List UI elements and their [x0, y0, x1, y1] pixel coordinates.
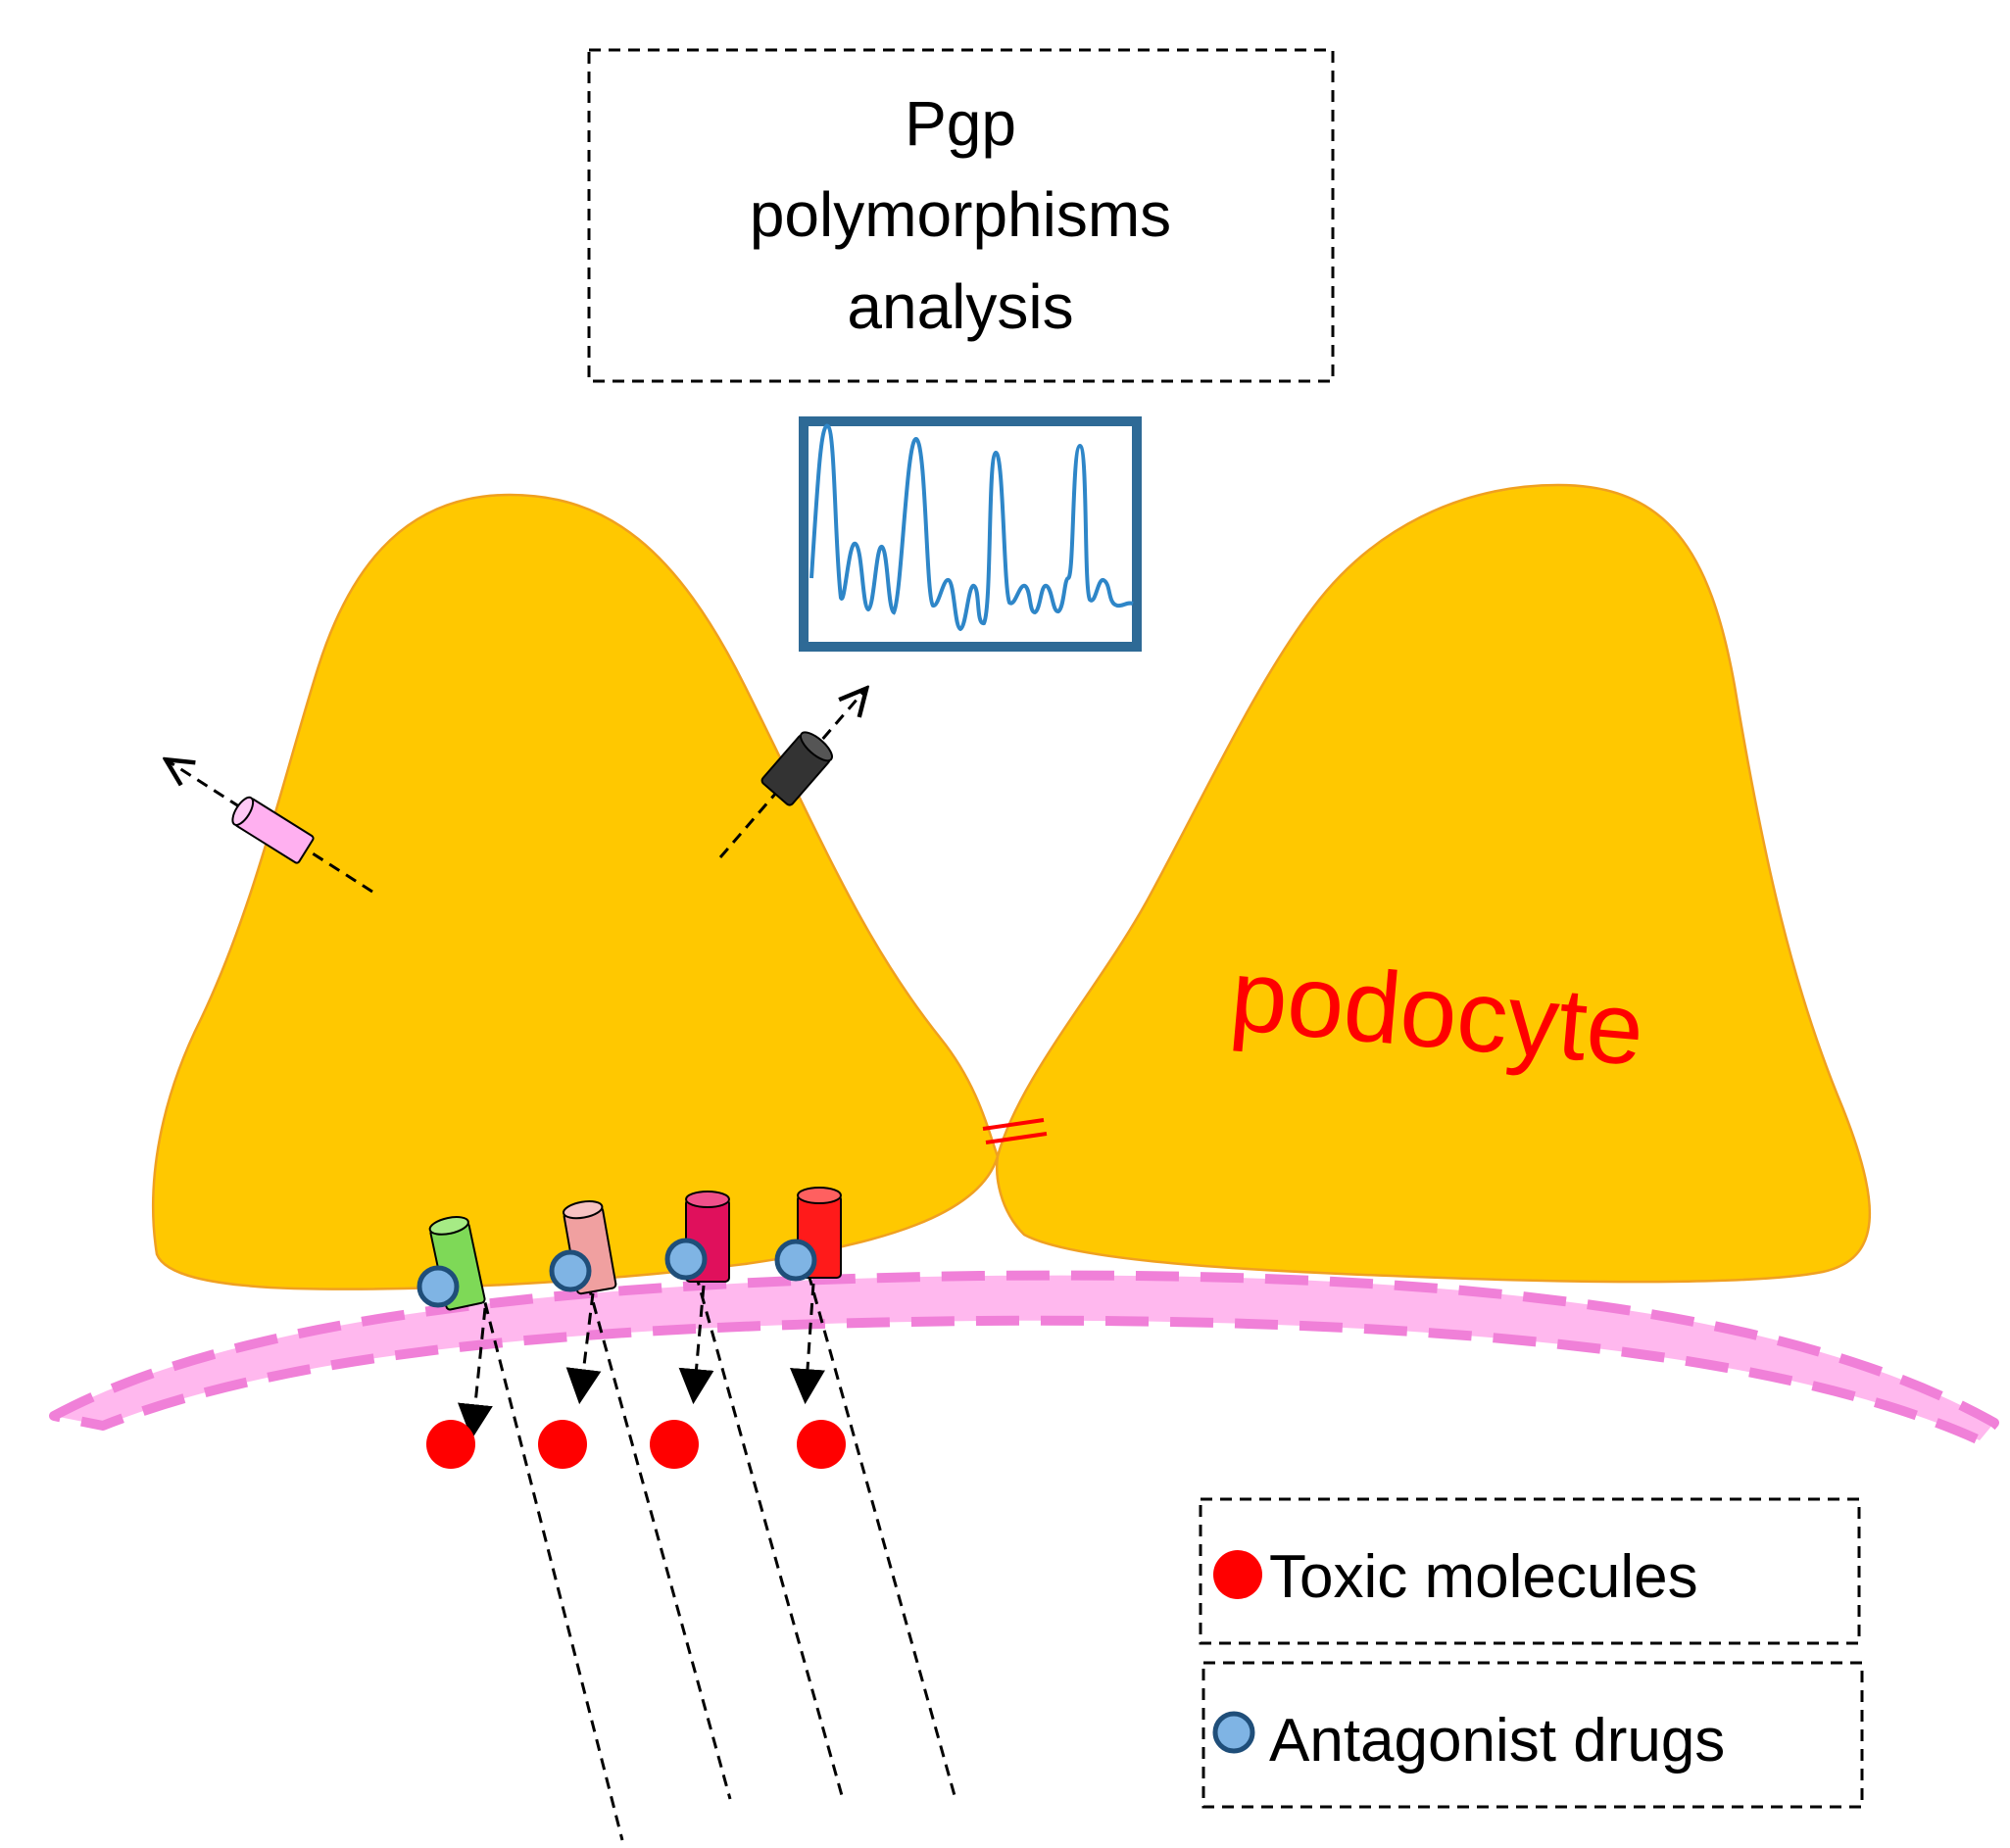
legend-toxic-swatch	[1213, 1550, 1262, 1599]
pgp-pump-green	[417, 1216, 493, 1440]
toxic-molecule-4	[797, 1420, 846, 1469]
basement-membrane	[49, 1270, 1999, 1445]
legend-toxic-label: Toxic molecules	[1269, 1543, 1698, 1611]
black-pump-arrow	[718, 691, 864, 858]
legend-antagonist-label: Antagonist drugs	[1269, 1707, 1725, 1775]
chromatogram-trace	[809, 423, 1134, 632]
pgp-pump-red	[774, 1187, 842, 1405]
legend-antagonist-swatch	[1212, 1711, 1255, 1754]
slit-diaphragm	[982, 1118, 1048, 1144]
legend-toxic: Toxic molecules	[1199, 1497, 1861, 1645]
black-pump-cap	[800, 731, 833, 762]
red-pump-cap	[797, 1187, 842, 1204]
title-box-border	[587, 48, 1335, 383]
antagonist-drug-1	[417, 1265, 460, 1308]
toxic-molecule-2	[538, 1420, 587, 1469]
pgp-pump-salmon	[549, 1200, 617, 1405]
title-line-2: polymorphisms	[750, 179, 1171, 250]
lumen-lines	[478, 1273, 957, 1841]
toxic-molecule-3	[650, 1420, 699, 1469]
toxic-molecule-1	[426, 1420, 475, 1469]
green-pump-cap	[428, 1216, 469, 1236]
membrane-band	[49, 1270, 1999, 1445]
antagonist-drug-3	[664, 1238, 708, 1281]
slit-line-1	[982, 1118, 1045, 1131]
legend-antagonist-border	[1201, 1661, 1864, 1809]
green-efflux-arrow	[458, 1307, 493, 1440]
lumen-line-4	[807, 1273, 957, 1800]
pink-pump-cap	[231, 796, 255, 826]
pink-pump-left	[169, 761, 373, 894]
slit-line-2	[985, 1132, 1048, 1144]
legend-antagonist: Antagonist drugs	[1201, 1661, 1864, 1809]
podocyte-right	[996, 483, 1872, 1284]
antagonist-drug-4	[774, 1239, 817, 1282]
antagonist-drug-2	[549, 1249, 592, 1292]
lumen-line-2	[586, 1283, 732, 1800]
legend-toxic-border	[1199, 1497, 1861, 1645]
black-pump-right	[718, 691, 864, 858]
title-line-1: Pgp	[905, 88, 1016, 159]
chromatogram	[799, 416, 1142, 652]
title-box: Pgp polymorphisms analysis	[587, 48, 1335, 383]
chromatogram-frame	[799, 416, 1142, 652]
salmon-efflux-arrow	[565, 1292, 602, 1405]
salmon-pump-cap	[562, 1200, 604, 1220]
title-line-3: analysis	[847, 271, 1073, 342]
pgp-pump-crimson	[664, 1191, 730, 1405]
toxic-molecules	[426, 1420, 846, 1469]
crimson-pump-cap	[685, 1191, 730, 1208]
lumen-line-1	[478, 1283, 624, 1841]
lumen-line-3	[694, 1273, 845, 1800]
